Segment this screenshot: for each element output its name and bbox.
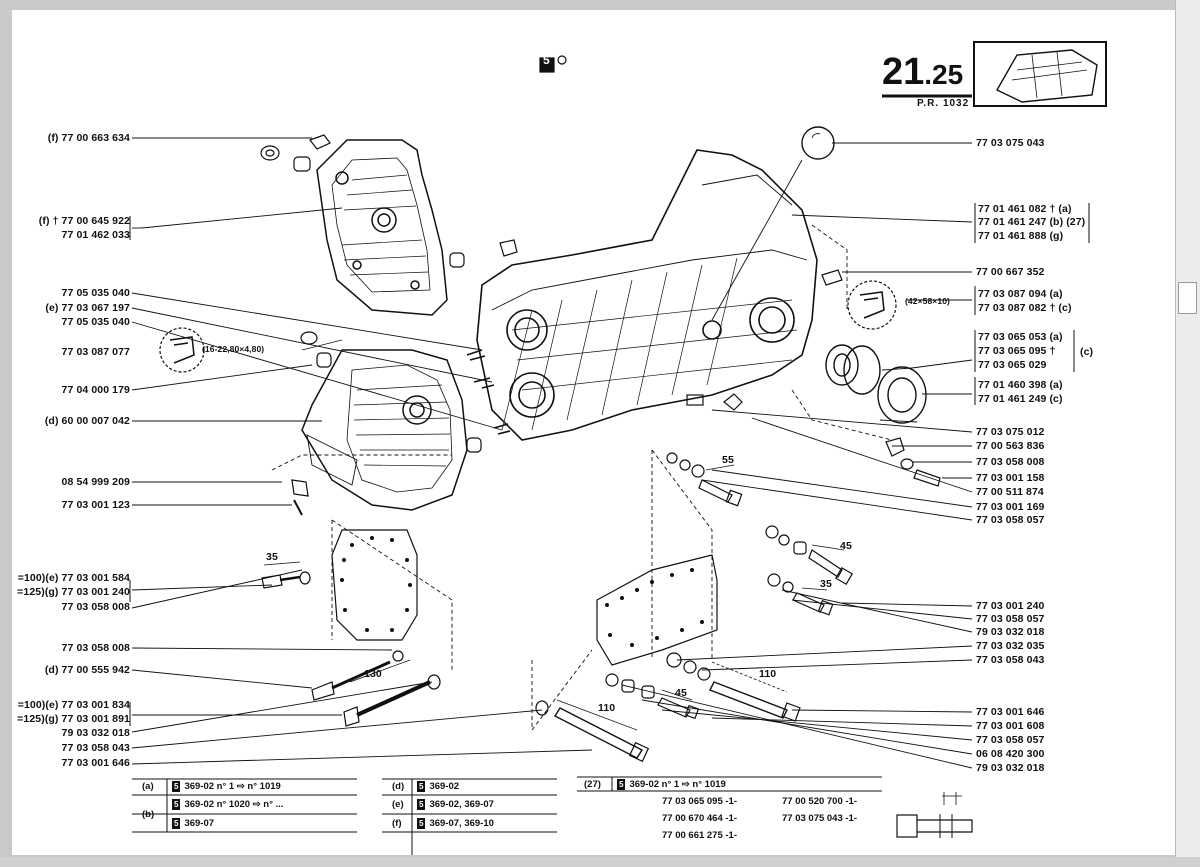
part-label: 77 03 075 012 (976, 426, 1045, 438)
part-label: 06 08 420 300 (976, 748, 1045, 760)
part-label: (d) 77 00 555 942 (44, 664, 130, 676)
part-label: 77 03 001 240 (976, 600, 1045, 612)
bearing-assembly (825, 344, 927, 424)
part-label: 77 00 563 836 (976, 440, 1045, 452)
part-label: 77 03 075 043 (976, 137, 1045, 149)
rear-cover-lower (301, 349, 468, 511)
part-label: 77 03 001 646 (976, 706, 1045, 718)
catalog-page: 5 21.25 P.R. 1032 (f) 77 00 663 634 (f) … (12, 10, 1176, 855)
part-label: 77 01 460 398 (a) (978, 379, 1063, 391)
part-label: 77 03 058 008 (61, 601, 130, 613)
part-label: 79 03 032 018 (976, 762, 1045, 774)
table-ref: 77 03 065 095 -1- (662, 796, 738, 807)
part-label: 77 03 001 608 (976, 720, 1045, 732)
part-label: 79 03 032 018 (976, 626, 1045, 638)
part-label: 77 05 035 040 (61, 316, 130, 328)
table-key: (b) (142, 809, 155, 820)
table-key: (d) (392, 781, 405, 792)
table-ref: 77 03 075 043 -1- (782, 813, 858, 824)
part-label: 77 03 065 053 (a) (978, 331, 1063, 343)
part-label: =125)(g) 77 03 001 240 (17, 586, 130, 598)
table-key: (e) (392, 799, 404, 810)
part-label: 77 00 511 874 (976, 486, 1044, 498)
part-label: 77 03 087 077 (61, 346, 130, 358)
part-label: 77 03 058 008 (976, 456, 1045, 468)
vertical-scrollbar[interactable] (1175, 0, 1200, 867)
part-label: 77 03 058 008 (61, 642, 130, 654)
table-ref: 77 00 670 464 -1- (662, 813, 738, 824)
part-label: 77 01 461 249 (c) (978, 393, 1063, 405)
table-ref: 77 00 520 700 -1- (782, 796, 858, 807)
part-label: 77 03 058 057 (976, 613, 1045, 625)
part-label: 77 03 001 123 (61, 499, 130, 511)
part-label: 79 03 032 018 (61, 727, 130, 739)
symbol-box (539, 57, 555, 73)
dimension-value: 45 (840, 540, 852, 552)
part-label: =100)(e) 77 03 001 584 (17, 572, 130, 584)
plate-reference: P.R. 1032 (917, 98, 970, 109)
part-label: 77 01 462 033 (61, 229, 130, 241)
part-label: =125)(g) 77 03 001 891 (17, 713, 130, 725)
dimension-value: 110 (759, 668, 777, 680)
part-label: 77 03 058 057 (976, 734, 1045, 746)
page-number: 21.25 (882, 51, 964, 93)
seal-dimension: (16-22,80×4,80) (202, 344, 265, 354)
dimension-value: 35 (266, 551, 278, 563)
table-key: (a) (142, 781, 154, 792)
part-label: 77 03 001 158 (976, 472, 1045, 484)
part-label: 77 03 087 094 (a) (978, 288, 1063, 300)
reference-table (132, 776, 882, 855)
part-label: 77 03 001 169 (976, 501, 1045, 513)
dimension-value: 45 (675, 687, 687, 699)
dimension-value: 35 (820, 578, 832, 590)
dimension-value: 130 (364, 668, 382, 680)
symbol-mark: 5 (543, 53, 550, 67)
part-label: 77 03 001 646 (61, 757, 130, 769)
part-label: 77 03 087 082 † (c) (978, 302, 1072, 314)
part-label: 77 03 032 035 (976, 640, 1045, 652)
part-label: 08 54 999 209 (61, 476, 130, 488)
gearbox-housing (476, 149, 818, 441)
part-label: 77 05 035 040 (61, 287, 130, 299)
part-label: 77 03 058 057 (976, 514, 1045, 526)
part-label: 77 04 000 179 (61, 384, 130, 396)
exploded-parts-diagram (129, 41, 1107, 855)
table-key: (27) (584, 779, 601, 790)
variant-tag: (c) (1080, 346, 1094, 358)
dimension-value: 55 (722, 454, 734, 466)
part-label: 77 01 461 082 † (a) (978, 203, 1072, 215)
part-label: 77 03 065 029 (978, 359, 1047, 371)
part-label: 77 03 065 095 † (978, 345, 1056, 357)
part-label: =100)(e) 77 03 001 834 (17, 699, 130, 711)
part-label: 77 01 461 888 (g) (978, 230, 1064, 242)
screw-detail (896, 792, 973, 838)
part-label: 77 03 058 043 (61, 742, 130, 754)
part-label: 77 03 058 043 (976, 654, 1045, 666)
scrollbar-thumb[interactable] (1178, 282, 1197, 314)
table-ref: 77 00 661 275 -1- (662, 830, 738, 841)
part-label: (f) 77 00 663 634 (47, 132, 130, 144)
part-label: (e) 77 03 067 197 (45, 302, 130, 314)
part-label: (d) 60 00 007 042 (44, 415, 130, 427)
front-cover-upper (316, 139, 448, 316)
symbol-dot (557, 55, 567, 65)
seal-dimension: (42×58×10) (905, 296, 950, 306)
part-label: (f) † 77 00 645 922 (38, 215, 130, 227)
part-label: 77 01 461 247 (b) (27) (978, 216, 1086, 228)
table-key: (f) (392, 818, 402, 829)
part-label: 77 00 667 352 (976, 266, 1045, 278)
dimension-value: 110 (598, 702, 616, 714)
dimension-lines (263, 464, 845, 731)
horizontal-scrollbar[interactable] (0, 857, 1200, 867)
